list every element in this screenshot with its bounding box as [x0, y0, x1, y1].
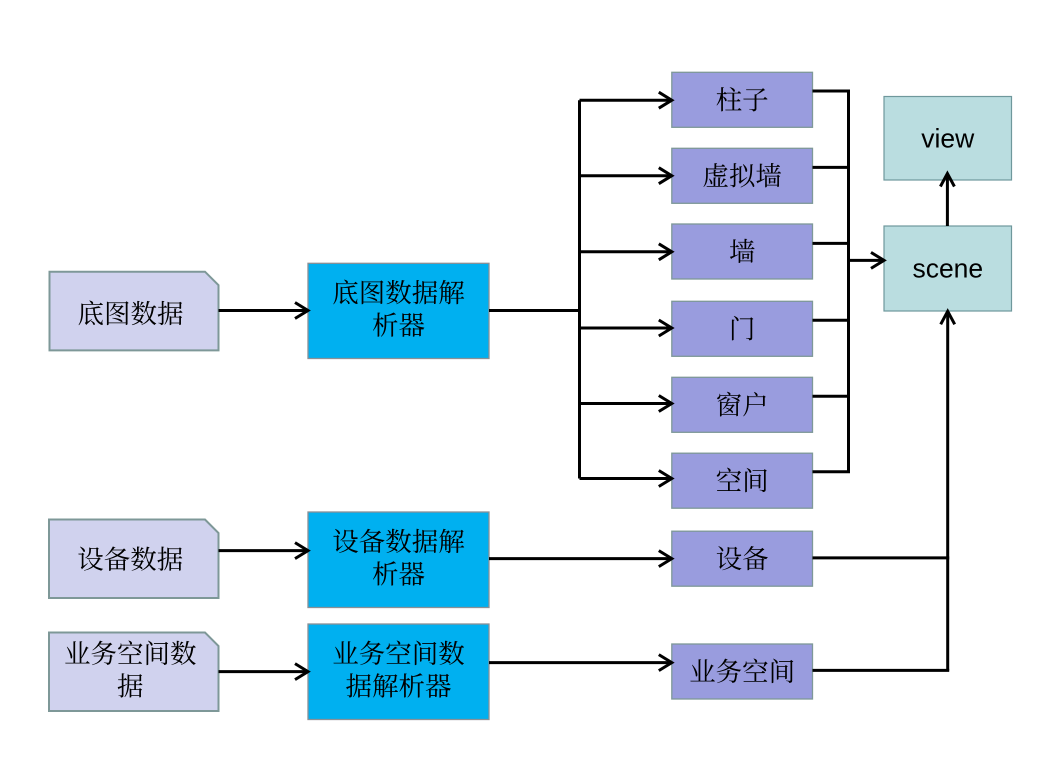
svg-text:scene: scene [912, 254, 983, 284]
svg-text:view: view [921, 123, 975, 153]
